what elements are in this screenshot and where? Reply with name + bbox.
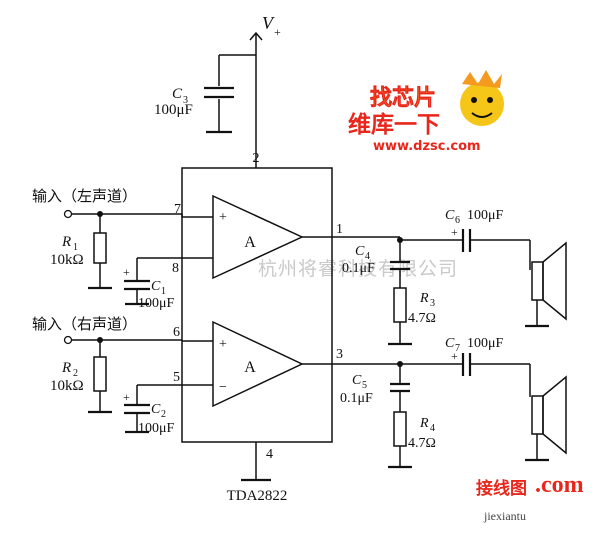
c6-sub: 6 <box>455 215 460 226</box>
r4-value: 4.7Ω <box>408 436 436 451</box>
center-watermark: 杭州将睿科技有限公司 <box>258 258 458 280</box>
c5-value: 0.1μF <box>340 391 373 406</box>
r2-letter: R <box>61 360 71 376</box>
pin-3-label: 3 <box>336 347 343 362</box>
r3-letter: R <box>419 291 429 306</box>
r3-sub: 3 <box>430 298 435 309</box>
output-bottom: C 5 0.1μF R 4 4.7Ω + C 7 100μF <box>332 336 567 469</box>
resistor-r3 <box>393 287 407 323</box>
c4-letter: C <box>355 244 365 259</box>
pin-8-label: 8 <box>172 261 179 276</box>
c4-value: 0.1μF <box>342 261 375 276</box>
pin-7-label: 7 <box>174 202 181 217</box>
logo-text-weiku: 维库一下 <box>348 111 440 138</box>
amp-top-plus: + <box>219 210 227 225</box>
c2-sub: 2 <box>161 409 166 420</box>
input-left: 输入（左声道） R 1 10kΩ <box>32 187 183 290</box>
logo-url-jiexiantu: jiexiantu <box>483 509 526 523</box>
amplifier-top: A + <box>182 194 332 280</box>
logo-url: www.dzsc.com <box>373 139 481 154</box>
r4-sub: 4 <box>430 423 435 434</box>
c1-plus: + <box>123 265 130 279</box>
c6-letter: C <box>445 208 455 223</box>
c3-letter: C <box>172 86 183 102</box>
c2-letter: C <box>151 402 161 417</box>
jiexiantu-logo: 接线图 jiexiantu .com <box>476 472 584 523</box>
c3-value: 100μF <box>154 102 193 118</box>
input-left-terminal[interactable] <box>63 209 73 219</box>
resistor-r4 <box>393 411 407 447</box>
output-top: C 4 0.1μF R 3 4.7Ω + C 6 100μF <box>332 208 567 346</box>
pin-4-label: 4 <box>266 447 273 462</box>
pin-1-label: 1 <box>336 222 343 237</box>
c6-plus: + <box>451 225 458 239</box>
resistor-r2 <box>93 356 107 392</box>
capacitor-c2: + C 2 100μF <box>123 384 182 436</box>
input-right-terminal[interactable] <box>63 335 73 345</box>
pin-2-label: 2 <box>253 151 260 166</box>
logo-crown-icon <box>462 70 502 88</box>
amplifier-bottom: A + − <box>182 320 332 408</box>
c4-sub: 4 <box>365 251 370 262</box>
c1-letter: C <box>151 279 161 294</box>
c3-sub: 3 <box>183 95 188 106</box>
logo-dot-com: .com <box>535 472 584 498</box>
r2-sub: 2 <box>73 368 78 379</box>
c7-plus: + <box>451 349 458 363</box>
capacitor-c1: + C 1 100μF <box>123 257 182 311</box>
r1-value: 10kΩ <box>50 252 84 268</box>
r3-value: 4.7Ω <box>408 311 436 326</box>
c7-value: 100μF <box>467 336 504 351</box>
dzsc-logo: 找芯片 维库一下 www.dzsc.com <box>348 70 504 154</box>
chip-name: TDA2822 <box>227 488 288 504</box>
amp-bottom-minus: − <box>219 380 227 395</box>
ic-body <box>181 167 333 443</box>
r4-letter: R <box>419 416 429 431</box>
c7-sub: 7 <box>455 343 460 354</box>
supply-rail: V + <box>219 13 281 168</box>
amp-bottom-plus: + <box>219 337 227 352</box>
r1-letter: R <box>61 234 71 250</box>
pin-5-label: 5 <box>173 370 180 385</box>
supply-arrow-icon <box>249 31 263 41</box>
r1-sub: 1 <box>73 242 78 253</box>
logo-mascot-icon <box>460 82 504 126</box>
c5-letter: C <box>352 373 362 388</box>
input-left-label: 输入（左声道） <box>32 187 137 205</box>
logo-text-find-chip: 找芯片 <box>370 86 436 111</box>
input-right-label: 输入（右声道） <box>32 315 137 333</box>
c5-sub: 5 <box>362 380 367 391</box>
input-right: 输入（右声道） R 2 10kΩ <box>32 315 183 414</box>
c1-sub: 1 <box>161 286 166 297</box>
r2-value: 10kΩ <box>50 378 84 394</box>
c7-letter: C <box>445 336 455 351</box>
supply-label: V <box>262 13 275 33</box>
c2-plus: + <box>123 390 130 404</box>
capacitor-c3: C 3 100μF <box>154 55 234 134</box>
c2-value: 100μF <box>138 421 175 436</box>
amp-top-label: A <box>244 234 256 251</box>
c1-value: 100μF <box>138 296 175 311</box>
c6-value: 100μF <box>467 208 504 223</box>
supply-sub: + <box>274 25 281 39</box>
resistor-r1 <box>93 232 107 264</box>
logo-text-jiexiantu: 接线图 <box>476 478 527 499</box>
pin-6-label: 6 <box>173 325 180 340</box>
amp-bottom-label: A <box>244 359 256 376</box>
